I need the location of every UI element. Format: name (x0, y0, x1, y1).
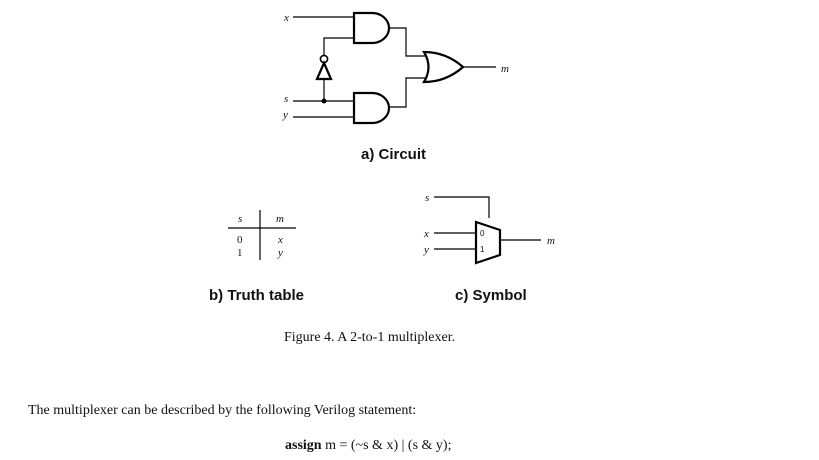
symbol-caption: c) Symbol (455, 287, 527, 304)
or-gate (422, 50, 465, 84)
description-text: The multiplexer can be described by the … (28, 403, 417, 418)
and-gate-bottom (352, 91, 391, 125)
truth-table-header-m: m (276, 213, 284, 225)
symbol-wire-s (434, 196, 490, 218)
figure-caption: Figure 4. A 2-to-1 multiplexer. (284, 330, 456, 345)
truth-table: s m 0 x 1 y b) Truth table (209, 210, 304, 304)
circuit-schematic: x s y m a) Circuit (282, 11, 509, 163)
verilog-expression: m = (~s & x) | (s & y); (321, 438, 452, 453)
symbol-input-x: x (423, 228, 429, 240)
wire-and2-to-or (390, 77, 426, 108)
truth-table-row1-m: x (277, 234, 283, 246)
wire-and1-to-or (390, 27, 426, 57)
mux-symbol: s x y m 0 1 c) Symbol (423, 192, 555, 304)
truth-table-header-s: s (238, 213, 242, 225)
symbol-output-m: m (547, 235, 555, 247)
not-gate (315, 60, 333, 81)
truth-table-row1-s: 0 (237, 234, 243, 246)
verilog-statement: assign m = (~s & x) | (s & y); (285, 438, 451, 454)
symbol-input-y: y (423, 244, 429, 256)
mux-port-1: 1 (480, 245, 485, 254)
and-gate-top (352, 11, 391, 45)
symbol-input-s: s (425, 192, 429, 204)
truth-table-row2-m: y (277, 247, 283, 259)
wire-inverter-out (323, 37, 354, 55)
truth-table-caption: b) Truth table (209, 287, 304, 304)
circuit-input-s: s (284, 93, 288, 105)
mux-port-0: 0 (480, 229, 485, 238)
mux-trapezoid (474, 220, 502, 265)
circuit-input-y: y (282, 109, 288, 121)
circuit-input-x: x (283, 12, 289, 24)
junction-dot (321, 98, 327, 104)
circuit-caption: a) Circuit (361, 146, 426, 163)
verilog-keyword: assign (285, 438, 322, 453)
circuit-output-m: m (501, 63, 509, 75)
truth-table-row2-s: 1 (237, 247, 243, 259)
